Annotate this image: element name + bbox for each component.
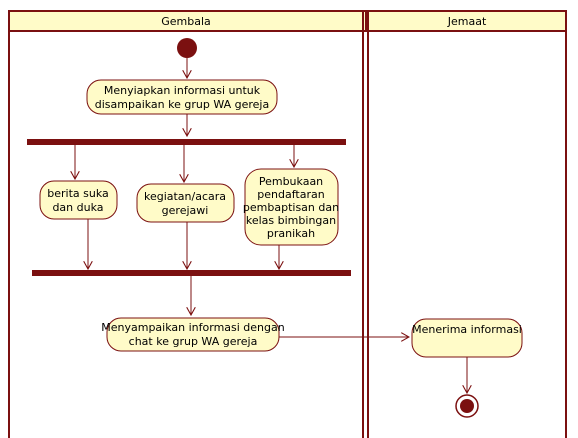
action-berita: berita suka dan duka [39, 180, 118, 220]
action-berita-line-1: berita suka [47, 187, 109, 200]
lane-title-gembala: Gembala [161, 15, 211, 28]
action-berita-line-2: dan duka [52, 201, 103, 214]
action-menyampaikan-line-2: chat ke grup WA gereja [129, 335, 258, 348]
action-pembukaan-line-2: pendaftaran [257, 188, 324, 201]
action-prepare-line-1: Menyiapkan informasi untuk [104, 84, 261, 97]
edges [75, 58, 467, 393]
action-menyampaikan-line-1: Menyampaikan informasi dengan [101, 321, 285, 334]
swimlanes: Gembala Jemaat [8, 10, 567, 438]
lane-title-jemaat: Jemaat [447, 15, 487, 28]
action-menyampaikan: Menyampaikan informasi dengan chat ke gr… [101, 317, 285, 352]
end-node [455, 394, 479, 418]
action-prepare-line-2: disampaikan ke grup WA gereja [95, 98, 269, 111]
fork-bar [27, 139, 346, 145]
action-kegiatan-line-2: gerejawi [162, 204, 209, 217]
start-node [177, 38, 197, 58]
action-kegiatan-line-1: kegiatan/acara [144, 190, 226, 203]
action-pembukaan-line-3: pembaptisan dan [243, 201, 339, 214]
action-pembukaan-line-5: pranikah [267, 227, 315, 240]
action-menerima-line-1: Menerima informasi [412, 323, 522, 336]
action-pembukaan: Pembukaan pendaftaran pembaptisan dan ke… [243, 168, 339, 246]
action-pembukaan-line-1: Pembukaan [259, 175, 323, 188]
join-bar [32, 270, 351, 276]
action-prepare: Menyiapkan informasi untuk disampaikan k… [86, 79, 278, 115]
action-pembukaan-line-4: kelas bimbingan [246, 214, 336, 227]
action-menerima: Menerima informasi [411, 318, 523, 358]
action-kegiatan: kegiatan/acara gerejawi [136, 183, 235, 223]
